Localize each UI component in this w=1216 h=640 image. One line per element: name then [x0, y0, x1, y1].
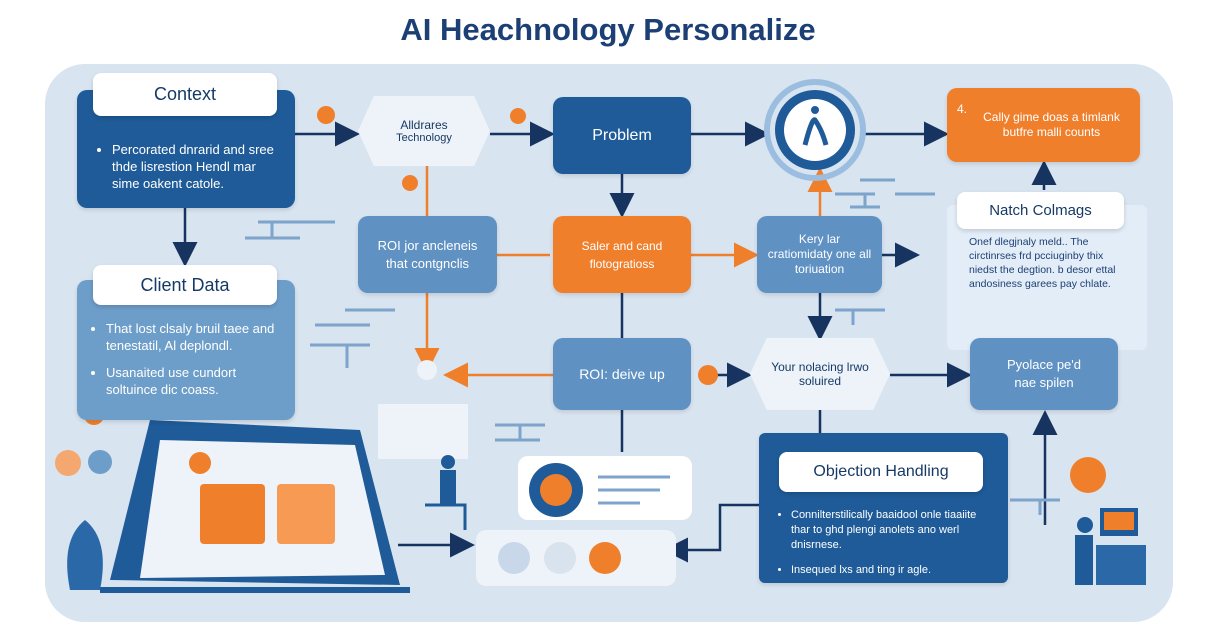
client-data-bullet: Usanaited use cundort soltuince dic coas…: [106, 364, 287, 398]
decorative-lines: [245, 178, 1060, 515]
top-right-text: Cally gime doas a timlank butfre malli c…: [983, 110, 1120, 139]
ai-logo-icon: [764, 79, 866, 181]
technology-label-1: Alldrares: [400, 118, 448, 132]
objection-bullets: Connilterstilically baaidool onle tiaaii…: [777, 508, 977, 588]
page-title: AI Heachnology Personalize: [400, 12, 816, 47]
top-right-node: 4. Cally gime doas a timlank butfre mall…: [947, 88, 1140, 162]
laptop-illustration: [100, 420, 410, 593]
objection-title: Objection Handling: [779, 452, 983, 492]
check-icon: [417, 360, 437, 380]
context-title: Context: [93, 73, 277, 116]
roi-up-node: ROI: deive up: [553, 338, 691, 410]
pyolace-node: Pyolace pe'd nae spilen: [970, 338, 1118, 410]
context-bullets: Percorated dnrarid and sree thde lisrest…: [98, 141, 283, 202]
client-data-bullet: That lost clsaly bruil taee and tenestat…: [106, 320, 287, 354]
context-bullet: Percorated dnrarid and sree thde lisrest…: [112, 141, 283, 192]
sales-node: Saler and cand flotogratioss: [553, 216, 691, 293]
problem-node: Problem: [553, 97, 691, 174]
person-illustration: [378, 404, 468, 530]
step-number: 4.: [957, 102, 968, 116]
technology-label-2: Technology: [396, 132, 452, 144]
key-node: Kery lar cratiomidaty one all toriuation: [757, 216, 882, 293]
card-illustration: [476, 456, 692, 586]
match-text: Onef dlegjnaly meld.. The circtinrses fr…: [969, 236, 1116, 290]
roi-node: ROI jor ancleneis that contgnclis: [358, 216, 497, 293]
objection-bullet: Connilterstilically baaidool onle tiaaii…: [791, 508, 977, 553]
plant-vase-illustration: [55, 450, 112, 590]
objection-bullet: Insequed lxs and ting ir agle.: [791, 563, 977, 578]
match-panel: [947, 205, 1147, 350]
arrow-objection-card: [663, 503, 759, 563]
match-title: Natch Colmags: [957, 192, 1124, 229]
technology-node: Alldrares Technology: [358, 96, 490, 166]
worker-illustration: [1070, 457, 1146, 585]
client-data-bullets: That lost clsaly bruil taee and tenestat…: [92, 320, 287, 408]
client-data-title: Client Data: [93, 265, 277, 305]
your-node: Your nolacing lrwo soluired: [750, 338, 890, 410]
